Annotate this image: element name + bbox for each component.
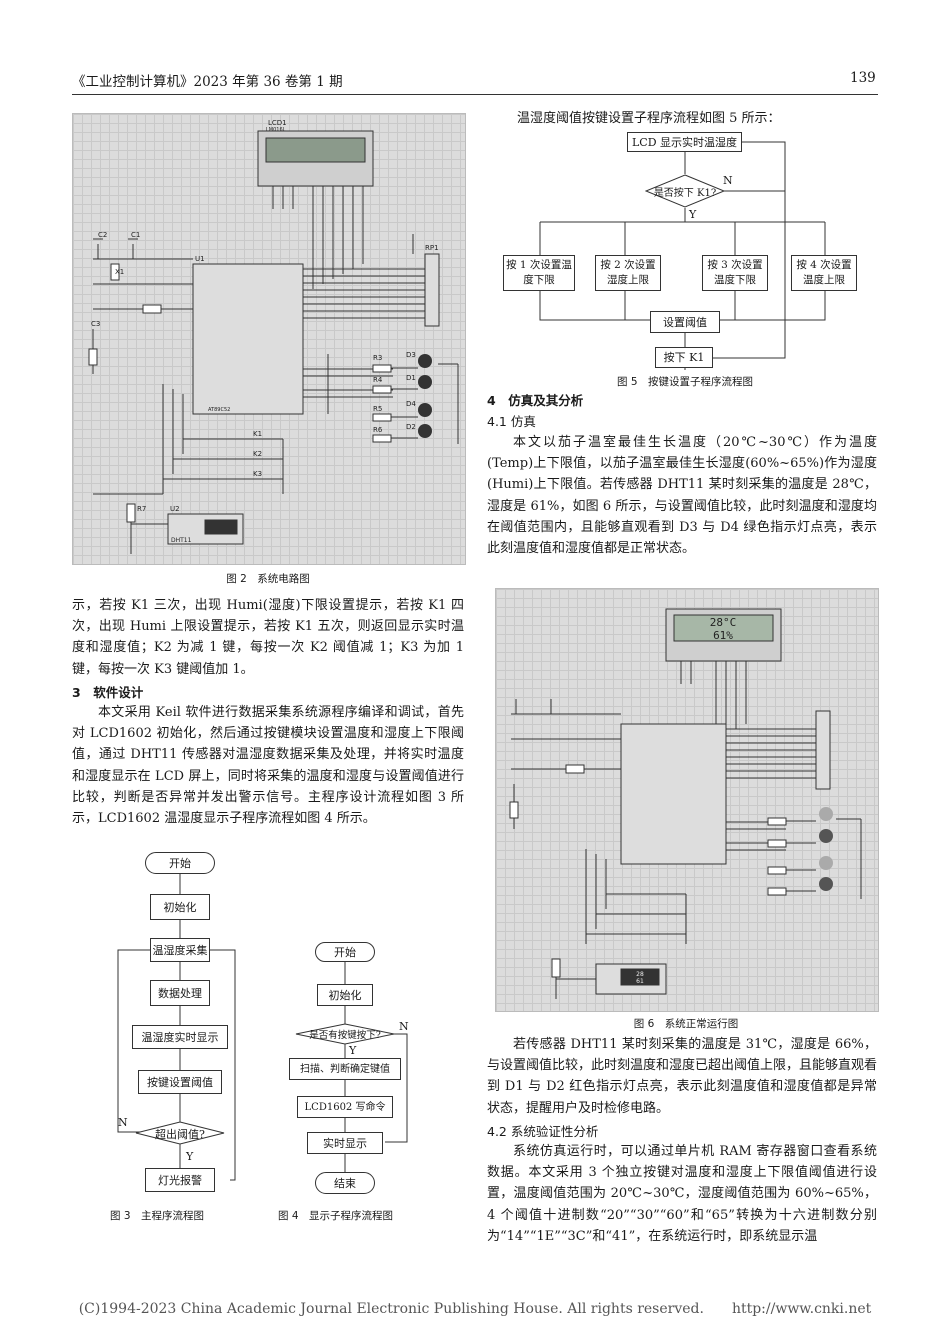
figure2-circuit: LCD1 LM016L U1 AT89C52 RP1 C2 C1 X1 C3 R… bbox=[72, 113, 466, 565]
label-dht11: DHT11 bbox=[171, 537, 192, 544]
fig3-decision-shape bbox=[135, 1121, 225, 1145]
fig3-yes-label: Y bbox=[186, 1150, 194, 1163]
copyright-footer: (C)1994-2023 China Academic Journal Elec… bbox=[78, 1301, 872, 1317]
page-number: 139 bbox=[850, 70, 876, 86]
fig4-node-start: 开始 bbox=[315, 942, 375, 962]
journal-header: 《工业控制计算机》2023 年第 36 卷第 1 期 bbox=[72, 74, 343, 90]
fig5-node-b2: 按 2 次设置湿度上限 bbox=[595, 255, 661, 291]
fig3-node-display: 温湿度实时显示 bbox=[132, 1025, 228, 1049]
fig5-node-press: 按下 K1 bbox=[655, 347, 713, 368]
label-r4: R4 bbox=[373, 376, 383, 384]
paragraph-k1-continued: 示，若按 K1 三次，出现 Humi(湿度)下限设置提示，若按 K1 四次，出现… bbox=[72, 598, 464, 677]
fig5-node-b1: 按 1 次设置温度下限 bbox=[503, 255, 575, 291]
fig3-node-process: 数据处理 bbox=[150, 980, 210, 1006]
label-r6: R6 bbox=[373, 426, 383, 434]
fig3-node-exceed: 超出阈值? bbox=[155, 1128, 205, 1141]
fig5-node-b4: 按 4 次设置温度上限 bbox=[791, 255, 857, 291]
label-mcu: AT89C52 bbox=[208, 407, 230, 413]
figure4-caption: 图 4 显示子程序流程图 bbox=[278, 1210, 394, 1222]
section42-paragraph: 系统仿真运行时，可以通过单片机 RAM 寄存器窗口查看系统数据。本文采用 3 个… bbox=[487, 1144, 877, 1244]
label-c1: C1 bbox=[131, 231, 140, 239]
figure3-connectors bbox=[117, 874, 236, 1181]
label-d1: D1 bbox=[406, 374, 416, 382]
fig5-node-decision: 是否按下 K1? bbox=[653, 188, 717, 199]
fig5-node-b3: 按 3 次设置温度下限 bbox=[702, 255, 768, 291]
label-lcd-model: LM016L bbox=[266, 127, 286, 133]
fig5-node-set: 设置阈值 bbox=[650, 311, 720, 333]
label-r7: R7 bbox=[137, 505, 146, 513]
figure5-flowchart: LCD 显示实时温湿度 是否按下 K1? 按 1 次设置温度下限 按 2 次设置… bbox=[495, 130, 875, 370]
label-c2: C2 bbox=[98, 231, 107, 239]
label-k3: K3 bbox=[253, 470, 262, 478]
fig4-node-write: LCD1602 写命令 bbox=[297, 1096, 393, 1118]
fig4-yes-label: Y bbox=[349, 1044, 357, 1057]
label-u2: U2 bbox=[170, 505, 180, 513]
fig4-node-scan: 扫描、判断确定键值 bbox=[289, 1058, 401, 1080]
simulation-diagram-svg: 28°C 61% 28 61 bbox=[509, 608, 862, 999]
lcd-line2-text: 61% bbox=[713, 629, 733, 642]
label-k2: K2 bbox=[253, 450, 262, 458]
abnormal-paragraph: 若传感器 DHT11 某时刻采集的温度是 31℃，湿度是 66%，与设置阈值比较… bbox=[487, 1037, 878, 1116]
label-d2: D2 bbox=[406, 423, 416, 431]
label-lcd1: LCD1 bbox=[268, 119, 287, 127]
figure5-caption: 图 5 按键设置子程序流程图 bbox=[616, 376, 754, 388]
lcd-line1-text: 28°C bbox=[710, 616, 737, 629]
fig4-node-key-pressed: 是否有按键按下? bbox=[309, 1030, 381, 1041]
circuit-diagram-svg: LCD1 LM016L U1 AT89C52 RP1 C2 C1 X1 C3 R… bbox=[88, 119, 459, 554]
dht-humi-text: 61 bbox=[636, 978, 644, 985]
label-x1: X1 bbox=[115, 268, 124, 276]
figure5-intro: 温湿度阈值按键设置子程序流程如图 5 所示： bbox=[517, 111, 781, 126]
label-r3: R3 bbox=[373, 354, 382, 362]
fig3-node-init: 初始化 bbox=[150, 894, 210, 920]
fig4-node-end: 结束 bbox=[315, 1172, 375, 1194]
figure3-caption: 图 3 主程序流程图 bbox=[110, 1210, 205, 1222]
label-d4: D4 bbox=[406, 400, 416, 408]
label-u1: U1 bbox=[195, 255, 205, 263]
figure3-flowchart: 开始 初始化 温湿度采集 数据处理 温湿度实时显示 按键设置阈值 超出阈值? 灯… bbox=[110, 850, 270, 1200]
fig4-node-realtime: 实时显示 bbox=[307, 1132, 383, 1154]
figure6-simulation: 28°C 61% 28 61 bbox=[495, 588, 879, 1012]
fig3-node-collect: 温湿度采集 bbox=[150, 938, 210, 962]
fig3-node-alarm: 灯光报警 bbox=[145, 1168, 215, 1192]
subsection41-title: 4.1 仿真 bbox=[487, 414, 536, 429]
label-r5: R5 bbox=[373, 405, 382, 413]
figure5-connectors bbox=[539, 141, 826, 370]
fig3-node-start: 开始 bbox=[145, 852, 215, 874]
section4-title: 4 仿真及其分析 bbox=[487, 393, 584, 408]
fig3-node-set-threshold: 按键设置阈值 bbox=[138, 1070, 222, 1094]
figure4-connectors bbox=[344, 962, 408, 1172]
fig5-decision-shape bbox=[645, 174, 725, 208]
dht-temp-text: 28 bbox=[636, 971, 644, 978]
figure4-flowchart: 开始 初始化 是否有按键按下? 扫描、判断确定键值 LCD1602 写命令 实时… bbox=[285, 940, 435, 1200]
figure6-caption: 图 6 系统正常运行图 bbox=[633, 1018, 739, 1030]
fig5-no-label: N bbox=[723, 174, 733, 187]
fig3-no-label: N bbox=[118, 1116, 128, 1129]
section3-paragraph: 本文采用 Keil 软件进行数据采集系统源程序编译和调试，首先对 LCD1602… bbox=[72, 705, 464, 827]
figure2-caption: 图 2 系统电路图 bbox=[226, 573, 310, 585]
fig4-no-label: N bbox=[399, 1020, 409, 1033]
label-c3: C3 bbox=[91, 320, 100, 328]
section3-title: 3 软件设计 bbox=[72, 685, 144, 700]
section41-paragraph: 本文以茄子温室最佳生长温度（20℃~30℃）作为温度(Temp)上下限值，以茄子… bbox=[487, 435, 877, 557]
fig5-yes-label: Y bbox=[689, 208, 697, 221]
label-k1: K1 bbox=[253, 430, 262, 438]
fig4-decision-shape bbox=[295, 1023, 395, 1045]
fig4-node-init: 初始化 bbox=[317, 984, 373, 1006]
label-rp1: RP1 bbox=[425, 244, 439, 252]
header-rule bbox=[72, 94, 878, 95]
subsection42-title: 4.2 系统验证性分析 bbox=[487, 1124, 599, 1139]
fig5-node-lcd: LCD 显示实时温湿度 bbox=[627, 132, 742, 152]
label-d3: D3 bbox=[406, 351, 416, 359]
